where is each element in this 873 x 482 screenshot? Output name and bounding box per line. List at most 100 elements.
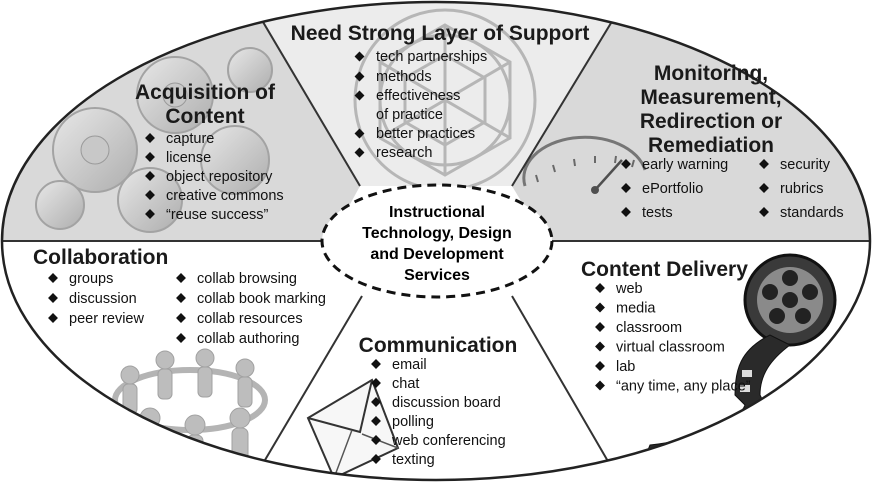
list-item-label: groups xyxy=(69,271,113,287)
list-item: security xyxy=(759,157,831,173)
center-line-4: Services xyxy=(404,267,470,284)
acquisition-title-2: Content xyxy=(165,105,244,128)
list-item: collab browsing xyxy=(176,271,297,287)
list-item: “reuse success” xyxy=(145,207,269,223)
list-item-label: web xyxy=(615,281,643,297)
list-item: capture xyxy=(145,131,214,147)
bullet-icon xyxy=(371,416,381,426)
monitoring-items-left: early warning ePortfolio tests xyxy=(621,157,728,221)
list-item-label: rubrics xyxy=(780,181,824,197)
list-item: texting xyxy=(371,452,435,468)
collaboration-title: Collaboration xyxy=(33,246,168,269)
support-title: Need Strong Layer of Support xyxy=(291,22,590,45)
list-item-label: early warning xyxy=(642,157,728,173)
center-line-1: Instructional xyxy=(389,204,485,221)
acquisition-items: capture license object repository creative … xyxy=(145,131,284,223)
list-item-label: polling xyxy=(392,414,434,430)
list-item-label: lab xyxy=(616,359,635,375)
list-item-label: “any time, any place” xyxy=(616,379,751,395)
list-item-label: ePortfolio xyxy=(642,181,703,197)
communication-items: email chat discussion board polling web conf… xyxy=(371,357,506,468)
list-item: creative commons xyxy=(145,188,284,204)
support-items: tech partnerships methods effectiveness … xyxy=(354,49,487,161)
list-item: object repository xyxy=(145,169,273,185)
bullet-icon xyxy=(145,190,155,200)
gears-icon xyxy=(35,47,273,233)
film-reel-icon xyxy=(639,253,837,471)
acquisition-segment: Acquisition of Content capture license obj… xyxy=(135,81,284,223)
support-segment: Need Strong Layer of Support tech partne… xyxy=(291,22,590,161)
bullet-icon xyxy=(145,171,155,181)
list-item-label: object repository xyxy=(166,169,273,185)
list-item-label: virtual classroom xyxy=(616,340,725,356)
acquisition-title-1: Acquisition of xyxy=(135,81,276,104)
list-item-label: discussion xyxy=(69,291,137,307)
list-item: classroom xyxy=(595,320,682,336)
bullet-icon xyxy=(145,209,155,219)
bullet-icon xyxy=(176,273,186,283)
monitoring-title-2: Measurement, xyxy=(640,86,781,109)
list-item-label: collab browsing xyxy=(197,271,297,287)
list-item: web conferencing xyxy=(371,433,506,449)
list-item: media xyxy=(595,301,656,317)
svg-text:better practices: better practices xyxy=(376,126,475,142)
list-item-label: email xyxy=(392,357,427,373)
geometric-logo-icon xyxy=(353,8,537,192)
list-item-label: standards xyxy=(780,205,844,221)
list-item-label: chat xyxy=(392,376,419,392)
bullet-icon xyxy=(621,159,631,169)
bullet-icon xyxy=(621,207,631,217)
list-item-label: license xyxy=(166,150,211,166)
bullet-icon xyxy=(371,359,381,369)
delivery-title: Content Delivery xyxy=(581,258,748,281)
bullet-icon xyxy=(595,361,605,371)
monitoring-segment: Monitoring, Measurement, Redirection or … xyxy=(621,62,844,221)
monitoring-title-3: Redirection or xyxy=(640,110,782,133)
list-item: web xyxy=(595,281,643,297)
list-item: ePortfolio xyxy=(621,181,703,197)
svg-text:effectiveness: effectiveness xyxy=(376,88,460,104)
list-item-label: classroom xyxy=(616,320,682,336)
bullet-icon xyxy=(595,322,605,332)
center-line-2: Technology, Design xyxy=(362,225,512,242)
gauge-icon xyxy=(522,135,647,194)
monitoring-items-right: security rubrics standards xyxy=(759,157,844,221)
svg-text:tech partnerships: tech partnerships xyxy=(376,49,487,65)
support-item: research xyxy=(354,145,432,161)
list-item: collab book marking xyxy=(176,291,326,307)
bullet-icon xyxy=(595,302,605,313)
list-item-label: media xyxy=(616,301,656,317)
svg-text:research: research xyxy=(376,145,432,161)
support-segment-bg xyxy=(250,2,625,186)
list-item-label: collab authoring xyxy=(197,331,299,347)
svg-text:methods: methods xyxy=(376,69,432,85)
svg-text:of practice: of practice xyxy=(376,107,443,123)
bullet-icon xyxy=(371,378,381,388)
bullet-icon xyxy=(176,313,186,323)
list-item: tests xyxy=(621,205,673,221)
list-item: discussion board xyxy=(371,395,501,411)
delivery-segment: Content Delivery web media classroom virtua… xyxy=(581,258,751,395)
list-item: standards xyxy=(759,205,844,221)
list-item-label: tests xyxy=(642,205,673,221)
monitoring-title-4: Remediation xyxy=(648,134,774,157)
list-item: virtual classroom xyxy=(595,340,725,356)
bullet-icon xyxy=(759,207,769,217)
list-item: license xyxy=(145,150,211,166)
bullet-icon xyxy=(595,341,605,352)
center-line-3: and Development xyxy=(370,246,504,263)
bullet-icon xyxy=(145,152,155,162)
monitoring-title-1: Monitoring, xyxy=(654,62,768,85)
list-item-label: collab resources xyxy=(197,311,303,327)
bullet-icon xyxy=(759,183,769,193)
list-item-label: web conferencing xyxy=(391,433,506,449)
list-item: collab resources xyxy=(176,311,303,327)
bullet-icon xyxy=(176,293,186,303)
bullet-icon xyxy=(595,380,605,391)
